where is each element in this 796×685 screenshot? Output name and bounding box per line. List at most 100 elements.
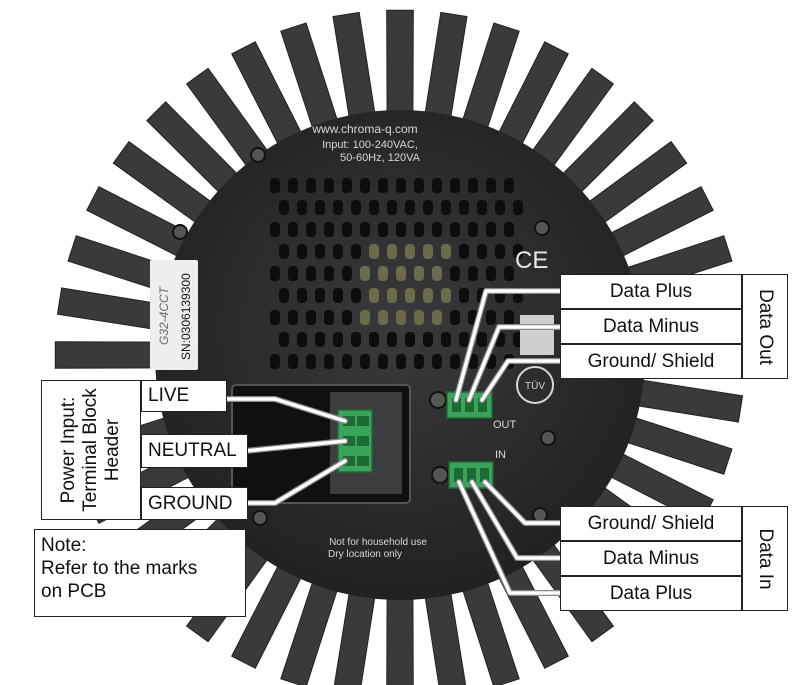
data-out-shield-label: Ground/ Shield bbox=[560, 344, 742, 379]
url-print: www.chroma-q.com bbox=[311, 122, 417, 136]
vent-hole bbox=[279, 244, 289, 259]
vent-hole bbox=[441, 288, 451, 303]
vent-hole bbox=[450, 310, 460, 325]
vent-hole bbox=[414, 266, 424, 281]
vent-hole bbox=[432, 354, 442, 369]
vent-hole bbox=[477, 200, 487, 215]
vent-hole bbox=[270, 266, 280, 281]
vent-hole bbox=[333, 332, 343, 347]
vent-hole bbox=[432, 310, 442, 325]
heatsink-fin bbox=[386, 589, 414, 685]
port-in-print: IN bbox=[495, 449, 506, 461]
vent-hole bbox=[495, 244, 505, 259]
data-in-minus-label: Data Minus bbox=[560, 541, 742, 576]
vent-hole bbox=[369, 288, 379, 303]
data-in-title: Data In bbox=[755, 527, 776, 590]
serial-sticker: SN:0306139300 G32-4CCT bbox=[150, 260, 198, 370]
vent-hole bbox=[468, 266, 478, 281]
vent-hole bbox=[324, 310, 334, 325]
vent-hole bbox=[360, 310, 370, 325]
data-in-plus-label: Data Plus bbox=[560, 576, 742, 611]
vent-hole bbox=[324, 178, 334, 193]
vent-hole bbox=[342, 222, 352, 237]
svg-text:G32-4CCT: G32-4CCT bbox=[157, 285, 171, 345]
vent-hole bbox=[315, 200, 325, 215]
vent-hole bbox=[270, 222, 280, 237]
vent-hole bbox=[396, 310, 406, 325]
vent-hole bbox=[315, 332, 325, 347]
vent-hole bbox=[351, 200, 361, 215]
bottom-print-line2: Dry location only bbox=[328, 549, 402, 560]
screws bbox=[172, 147, 556, 526]
vent-hole bbox=[450, 178, 460, 193]
input-rating-line1: Input: 100-240VAC, bbox=[322, 139, 418, 151]
vent-hole bbox=[351, 288, 361, 303]
vent-hole bbox=[468, 222, 478, 237]
vent-hole bbox=[423, 332, 433, 347]
data-in-title-box: Data In bbox=[742, 506, 788, 611]
note-line-2: Refer to the marks bbox=[41, 558, 198, 579]
vent-hole bbox=[279, 288, 289, 303]
vent-hole bbox=[441, 200, 451, 215]
vent-hole bbox=[270, 354, 280, 369]
vent-hole bbox=[405, 244, 415, 259]
data-out-plus-label: Data Plus bbox=[560, 274, 742, 309]
power-leader-lines bbox=[222, 396, 348, 506]
vent-hole bbox=[459, 244, 469, 259]
data-out-minus-label: Data Minus bbox=[560, 309, 742, 344]
note-box: Note: Refer to the marks on PCB bbox=[34, 529, 246, 617]
vent-hole bbox=[387, 332, 397, 347]
vent-hole bbox=[459, 200, 469, 215]
vent-hole bbox=[432, 266, 442, 281]
vent-hole bbox=[315, 244, 325, 259]
vent-hole bbox=[459, 332, 469, 347]
vent-hole bbox=[396, 222, 406, 237]
vent-hole bbox=[495, 200, 505, 215]
vent-hole bbox=[324, 222, 334, 237]
vent-hole bbox=[432, 222, 442, 237]
vent-hole bbox=[504, 222, 514, 237]
vent-hole bbox=[423, 200, 433, 215]
vent-hole bbox=[306, 178, 316, 193]
vent-hole bbox=[360, 354, 370, 369]
data-in-shield-label: Ground/ Shield bbox=[560, 506, 742, 541]
vent-hole bbox=[279, 332, 289, 347]
svg-text:SN:0306139300: SN:0306139300 bbox=[179, 273, 193, 360]
heatsink-fin bbox=[423, 584, 467, 685]
vent-hole bbox=[513, 244, 523, 259]
vent-hole bbox=[486, 310, 496, 325]
port-out-print: OUT bbox=[493, 419, 517, 431]
data-in-leader-lines bbox=[456, 479, 563, 596]
data-out-title-box: Data Out bbox=[742, 274, 788, 379]
vent-hole bbox=[288, 222, 298, 237]
vent-hole bbox=[378, 178, 388, 193]
vent-hole bbox=[369, 200, 379, 215]
vent-hole bbox=[378, 222, 388, 237]
note-line-1: Note: bbox=[41, 535, 87, 556]
vent-hole bbox=[450, 222, 460, 237]
power-input-title: Power Input: Terminal Block Header bbox=[58, 388, 123, 512]
vent-hole bbox=[324, 266, 334, 281]
vent-hole bbox=[486, 178, 496, 193]
vent-hole bbox=[396, 178, 406, 193]
vent-hole bbox=[360, 266, 370, 281]
vent-hole bbox=[288, 178, 298, 193]
vent-hole bbox=[378, 354, 388, 369]
vent-hole bbox=[342, 266, 352, 281]
input-rating-line2: 50-60Hz, 120VA bbox=[340, 152, 421, 164]
heatsink-fin bbox=[54, 341, 166, 369]
vent-hole bbox=[333, 200, 343, 215]
data-out-title: Data Out bbox=[755, 288, 776, 365]
vent-hole bbox=[396, 354, 406, 369]
vent-hole bbox=[288, 310, 298, 325]
vent-hole bbox=[396, 266, 406, 281]
ground-label: GROUND bbox=[141, 487, 248, 520]
vent-hole bbox=[288, 354, 298, 369]
vent-hole bbox=[306, 310, 316, 325]
heatsink-fin bbox=[333, 584, 377, 685]
qr-code bbox=[520, 315, 554, 355]
vent-hole bbox=[432, 178, 442, 193]
svg-text:TÜV: TÜV bbox=[525, 380, 545, 392]
vent-hole bbox=[423, 288, 433, 303]
vent-hole bbox=[342, 178, 352, 193]
